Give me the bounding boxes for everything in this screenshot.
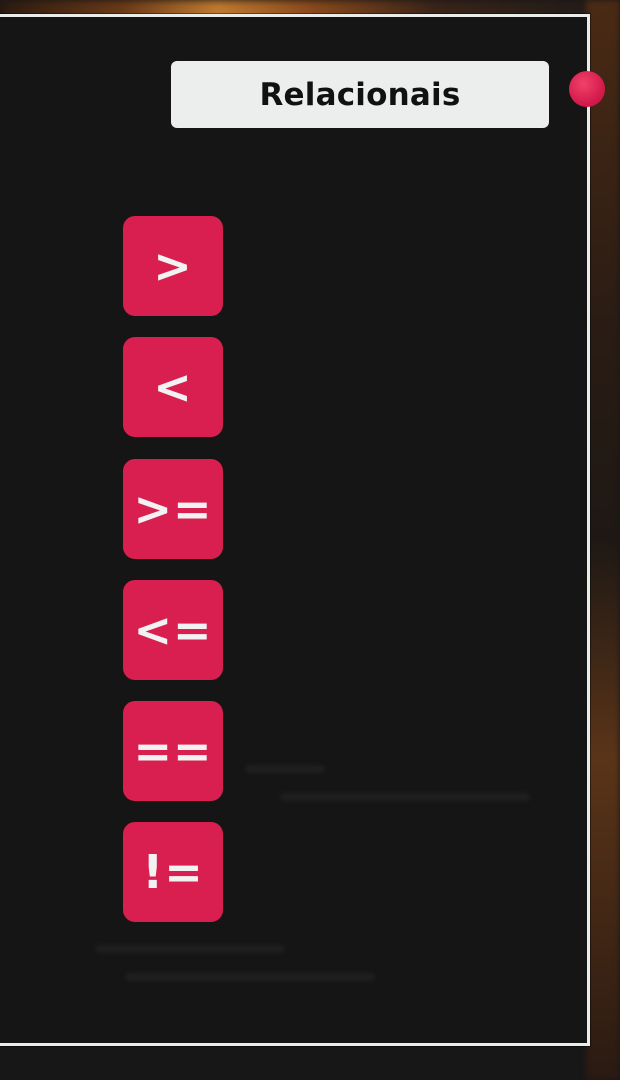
operator-symbol: !=	[142, 845, 204, 899]
ghost-text-line	[245, 765, 325, 773]
operator-symbol: ==	[133, 724, 213, 778]
operator-less-or-equal: <=	[123, 580, 223, 680]
operator-not-equal: !=	[123, 822, 223, 922]
operator-symbol: >	[153, 239, 193, 293]
section-title-box: Relacionais	[171, 61, 549, 128]
operator-less-than: <	[123, 337, 223, 437]
section-title: Relacionais	[259, 76, 461, 113]
ghost-text-line	[280, 793, 530, 801]
content-panel	[0, 14, 590, 1046]
background-glow-right	[586, 0, 620, 1080]
ghost-text-line	[125, 973, 375, 981]
operator-symbol: <	[153, 360, 193, 414]
operator-greater-than: >	[123, 216, 223, 316]
operator-greater-or-equal: >=	[123, 459, 223, 559]
operator-equal: ==	[123, 701, 223, 801]
indicator-dot	[569, 71, 605, 107]
ghost-text-line	[95, 945, 285, 953]
operator-symbol: >=	[133, 482, 213, 536]
operator-symbol: <=	[133, 603, 213, 657]
